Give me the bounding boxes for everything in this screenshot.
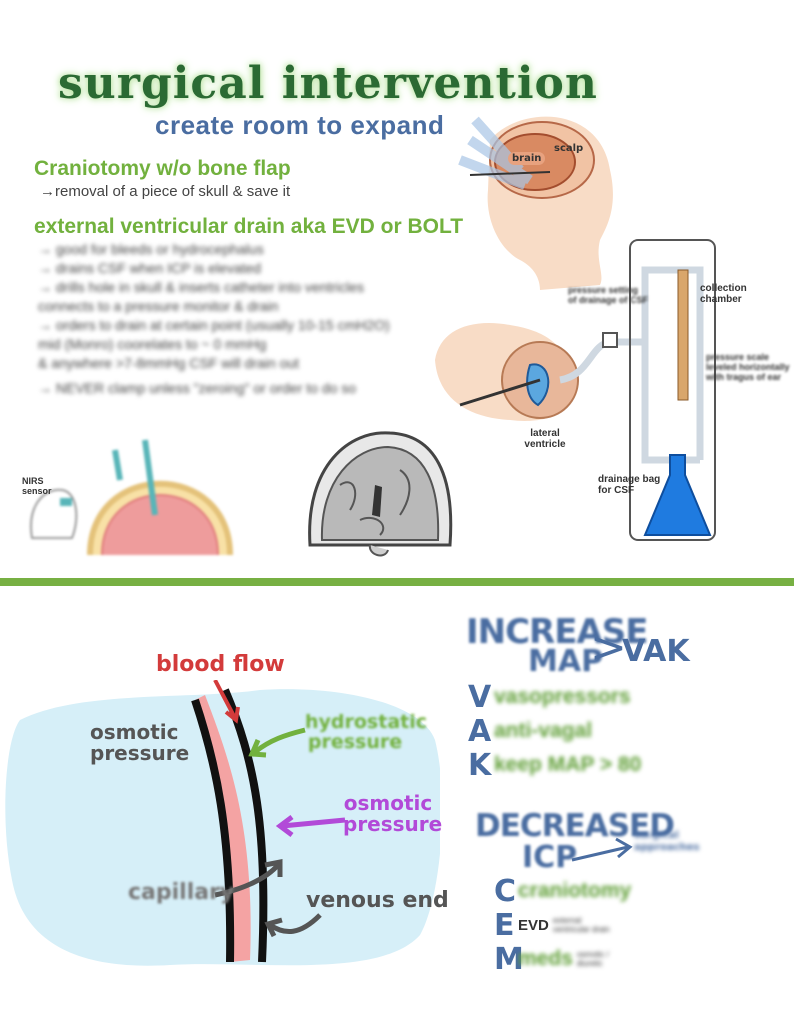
lateral-ventricle-label: lateral ventricle — [524, 428, 566, 450]
pressure-scale-label: pressure scale leveled horizontally with… — [706, 352, 790, 382]
osmotic-pressure-left-label: osmotic pressure — [90, 720, 190, 765]
craniotomy-note: →removal of a piece of skull & save it — [40, 183, 291, 200]
skull-bolt-illustration — [87, 439, 233, 556]
nirs-head-icon — [30, 488, 78, 539]
capillary-label: capillary — [128, 880, 235, 905]
evd-note: & anywhere >7-8mmHg CSF will drain out — [38, 355, 300, 371]
evd-note: → drills hole in skull & inserts cathete… — [38, 279, 365, 295]
icp-heading: ICP — [522, 840, 578, 875]
list-item: E EVD external ventricular drain — [494, 907, 637, 943]
head-brain-illustration — [458, 116, 613, 290]
list-small-note: external ventricular drain — [552, 916, 610, 934]
list-item: K keep MAP > 80 — [468, 747, 642, 783]
evd-note: → good for bleeds or hydrocephalus — [38, 241, 264, 257]
list-item: A anti-vagal — [468, 713, 641, 749]
list-letter: K — [468, 747, 492, 783]
hydrostatic-pressure-label: hydrostatic pressure — [305, 711, 428, 753]
blood-flow-label: blood flow — [156, 652, 285, 677]
increase-heading: INCREASE — [466, 612, 648, 652]
drainage-bag-label: drainage bag for CSF — [598, 474, 661, 496]
evd-heading: external ventricular drain aka EVD or BO… — [34, 215, 464, 238]
evd-note: → orders to drain at certain point (usua… — [38, 317, 390, 333]
list-item: V vasopressors — [468, 679, 641, 715]
cem-side-note: surgical approaches — [634, 830, 700, 853]
list-small-note: osmotic / diuretic — [576, 950, 609, 968]
list-text: keep MAP > 80 — [494, 753, 642, 776]
venous-end-label: venous end — [306, 888, 449, 913]
decreased-heading: DECREASED — [475, 808, 675, 844]
section-divider — [0, 578, 794, 586]
osmotic-pressure-right-label: osmotic pressure — [343, 791, 443, 836]
vak-acronym: VAK — [622, 634, 690, 669]
list-letter: A — [468, 713, 492, 749]
vak-list: V vasopressors A anti-vagal K keep MAP >… — [468, 679, 642, 783]
list-text: vasopressors — [494, 685, 631, 708]
list-letter: C — [494, 873, 517, 909]
list-letter: M — [494, 941, 524, 977]
brain-shift-illustration — [308, 431, 453, 557]
nirs-sensor-label: NIRS sensor — [22, 476, 52, 496]
list-text: EVD — [518, 916, 549, 934]
evd-note: → drains CSF when ICP is elevated — [38, 260, 262, 276]
map-heading: MAP — [528, 644, 604, 679]
capillary-illustration — [5, 680, 440, 966]
list-letter: V — [468, 679, 492, 715]
evd-system-illustration — [435, 239, 716, 541]
evd-note: → NEVER clamp unless "zeroing" or order … — [38, 380, 357, 396]
evd-note: connects to a pressure monitor & drain — [38, 298, 279, 314]
page-subtitle: create room to expand — [155, 110, 445, 140]
list-text: meds — [518, 947, 573, 970]
brain-label: brain — [508, 152, 546, 165]
page-title: surgical intervention — [58, 58, 598, 109]
list-item: M meds osmotic / diuretic — [494, 941, 637, 977]
list-text: anti-vagal — [494, 719, 593, 742]
evd-note: mid (Monro) coorelates to ~ 0 mmHg — [38, 336, 267, 352]
list-item: C craniotomy — [494, 873, 637, 909]
greater-than-symbol: > — [590, 622, 627, 673]
cem-list: C craniotomy E EVD external ventricular … — [494, 873, 637, 977]
collection-chamber-label: collection chamber — [700, 283, 747, 305]
pressure-setting-label: pressure setting of drainage of CSF — [568, 285, 649, 305]
arrow-icon — [571, 837, 633, 862]
list-text: craniotomy — [518, 879, 632, 902]
evd-notes: → good for bleeds or hydrocephalus → dra… — [38, 240, 390, 398]
scalp-label: scalp — [554, 143, 584, 154]
list-letter: E — [494, 907, 515, 943]
craniotomy-heading: Craniotomy w/o bone flap — [34, 157, 291, 180]
